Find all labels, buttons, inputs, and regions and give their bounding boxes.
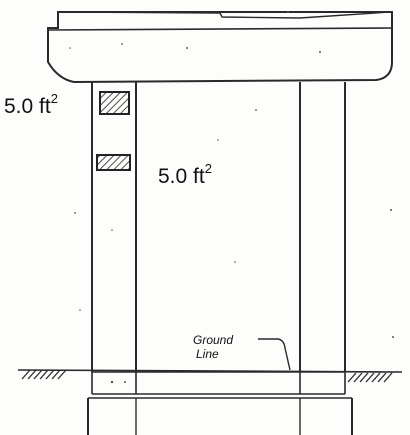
damage-area-value-bottom: 5.0 ft <box>158 165 205 188</box>
ground-line-label-line1: Ground <box>193 333 234 347</box>
ground-line <box>17 369 403 373</box>
ground-line-label: Ground Line <box>193 333 233 361</box>
ground-line-leader <box>258 338 291 371</box>
damage-patch-top <box>99 91 130 115</box>
ground-line-label-line2: Line <box>196 347 219 361</box>
pier-cap <box>47 11 393 84</box>
footing <box>87 397 353 435</box>
damage-area-value-top: 5.0 ft <box>4 95 51 118</box>
strut-beam <box>136 371 300 395</box>
ground-hatch-right <box>347 372 393 383</box>
scan-speckles <box>69 11 394 384</box>
damage-area-exponent-top: 2 <box>50 91 58 106</box>
damage-area-exponent-bottom: 2 <box>204 161 212 176</box>
right-column <box>299 82 346 395</box>
damage-area-label-bottom: 5.0 ft2 <box>158 161 212 189</box>
damage-patch-bottom <box>96 154 131 171</box>
pier-cap-top-edge <box>47 27 393 31</box>
ground-hatch-left <box>21 369 67 380</box>
left-column <box>91 82 137 395</box>
pier-cap-top-step <box>57 11 391 28</box>
damage-area-label-top: 5.0 ft2 <box>4 91 58 119</box>
